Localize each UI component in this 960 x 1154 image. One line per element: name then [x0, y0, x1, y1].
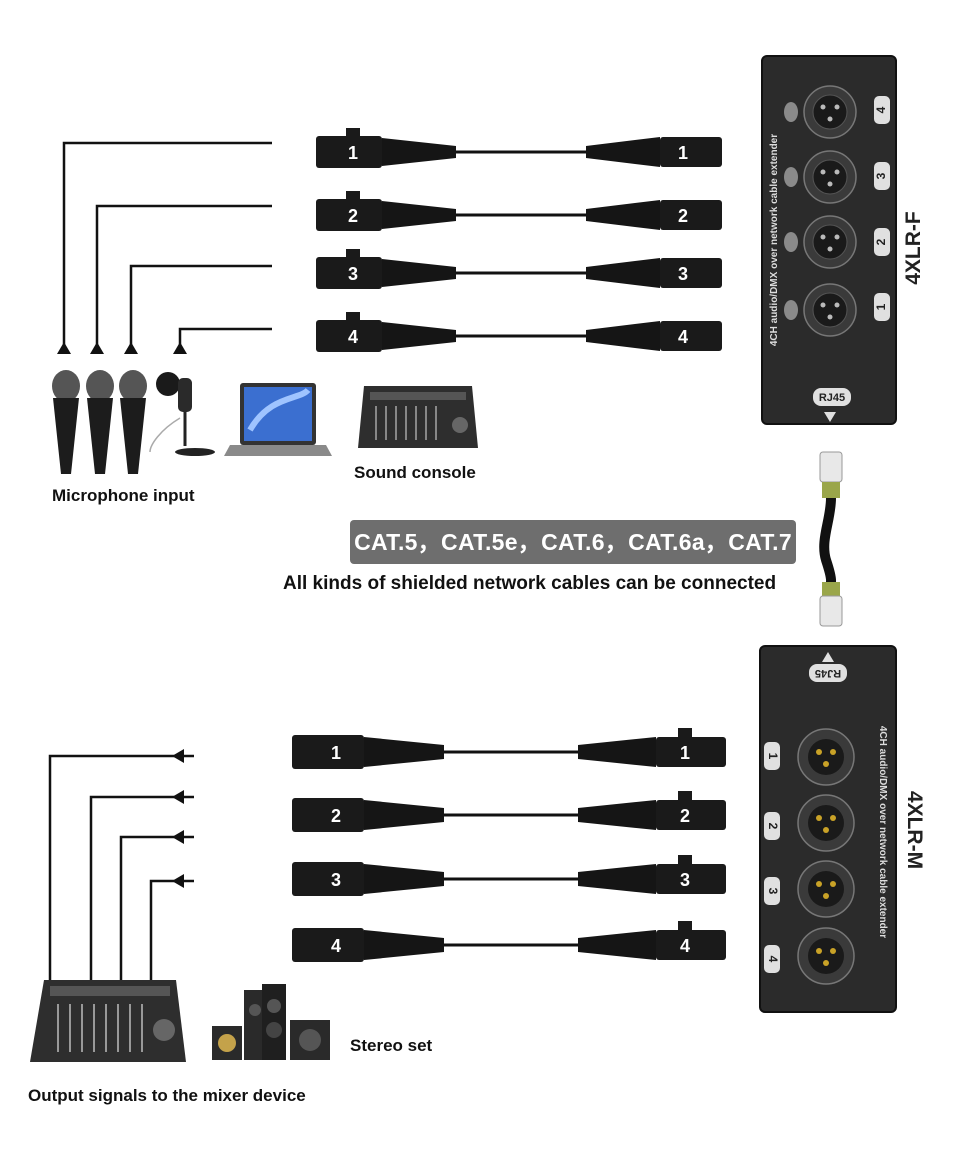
- cable-number: 3: [680, 870, 690, 890]
- cable-number: 4: [348, 327, 358, 347]
- cable-number: 4: [680, 936, 690, 956]
- extender-box-top: [761, 55, 897, 425]
- microphone-input-caption: Microphone input: [52, 486, 195, 505]
- cable-number: 2: [331, 806, 341, 826]
- output-routing-lines: [48, 754, 194, 982]
- port-label: 1: [766, 753, 780, 760]
- cable-number: 2: [678, 206, 688, 226]
- microphone-icon: [119, 370, 147, 474]
- top-box-side-text: 4CH audio/DMX over network cable extende…: [769, 134, 780, 346]
- cable-number: 1: [331, 743, 341, 763]
- laptop-icon: [224, 383, 332, 456]
- sound-console-caption: Sound console: [354, 463, 476, 482]
- bottom-box-side-text: 4CH audio/DMX over network cable extende…: [877, 726, 888, 938]
- cable-number: 1: [680, 743, 690, 763]
- output-signals-caption: Output signals to the mixer device: [28, 1086, 306, 1105]
- sound-console-icon: [358, 386, 478, 448]
- mixer-icon: [30, 980, 186, 1062]
- stereo-set-icon: [212, 984, 330, 1060]
- extender-box-bottom: [759, 645, 897, 1013]
- cable-number: 2: [680, 806, 690, 826]
- top-cable-numbers: 1 1 2 2 3 3 4 4: [348, 143, 688, 347]
- microphone-icon: [52, 370, 80, 474]
- cable-number: 3: [331, 870, 341, 890]
- bottom-box-port-labels: 1 2 3 4 RJ45: [766, 667, 841, 963]
- cable-number: 3: [678, 264, 688, 284]
- microphone-icons: [52, 370, 215, 474]
- port-label: 3: [874, 172, 888, 179]
- input-routing-lines: [62, 141, 272, 345]
- bottom-box-model: 4XLR-M: [903, 791, 926, 869]
- port-label: 2: [874, 238, 888, 245]
- rj45-label: RJ45: [819, 392, 845, 404]
- top-box-model: 4XLR-F: [902, 211, 925, 285]
- input-arrowheads: [57, 342, 187, 354]
- bottom-cable-numbers: 1 1 2 2 3 3 4 4: [331, 743, 690, 956]
- xlr-cable-top-1: [316, 128, 722, 168]
- cable-number: 1: [678, 143, 688, 163]
- xlr-cable-top-4: [316, 312, 722, 352]
- xlr-cable-bottom-3: [292, 855, 726, 896]
- xlr-cable-top-3: [316, 249, 722, 289]
- xlr-cable-bottom-1: [292, 728, 726, 769]
- cable-note-caption: All kinds of shielded network cables can…: [283, 573, 777, 594]
- top-box-port-labels: 4 3 2 1 RJ45: [819, 106, 888, 404]
- port-label: 2: [766, 823, 780, 830]
- bottom-xlr-cables: [292, 728, 726, 962]
- cable-number: 4: [678, 327, 688, 347]
- xlr-cable-top-2: [316, 191, 722, 231]
- port-label: 1: [874, 303, 888, 310]
- port-label: 4: [766, 956, 780, 963]
- xlr-cable-bottom-4: [292, 921, 726, 962]
- cable-types-badge: CAT.5，CAT.5e，CAT.6，CAT.6a，CAT.7: [350, 520, 796, 564]
- microphone-icon: [86, 370, 114, 474]
- xlr-cable-bottom-2: [292, 791, 726, 832]
- cable-number: 1: [348, 143, 358, 163]
- network-cable-icon: [819, 451, 843, 627]
- output-arrowheads: [172, 749, 184, 888]
- stereo-set-caption: Stereo set: [350, 1036, 433, 1055]
- cable-number: 3: [348, 264, 358, 284]
- cable-number: 2: [348, 206, 358, 226]
- top-xlr-cables: [316, 128, 722, 352]
- port-label: 4: [874, 106, 888, 113]
- rj45-label: RJ45: [815, 667, 841, 679]
- port-label: 3: [766, 888, 780, 895]
- cable-number: 4: [331, 936, 341, 956]
- studio-microphone-icon: [149, 372, 215, 456]
